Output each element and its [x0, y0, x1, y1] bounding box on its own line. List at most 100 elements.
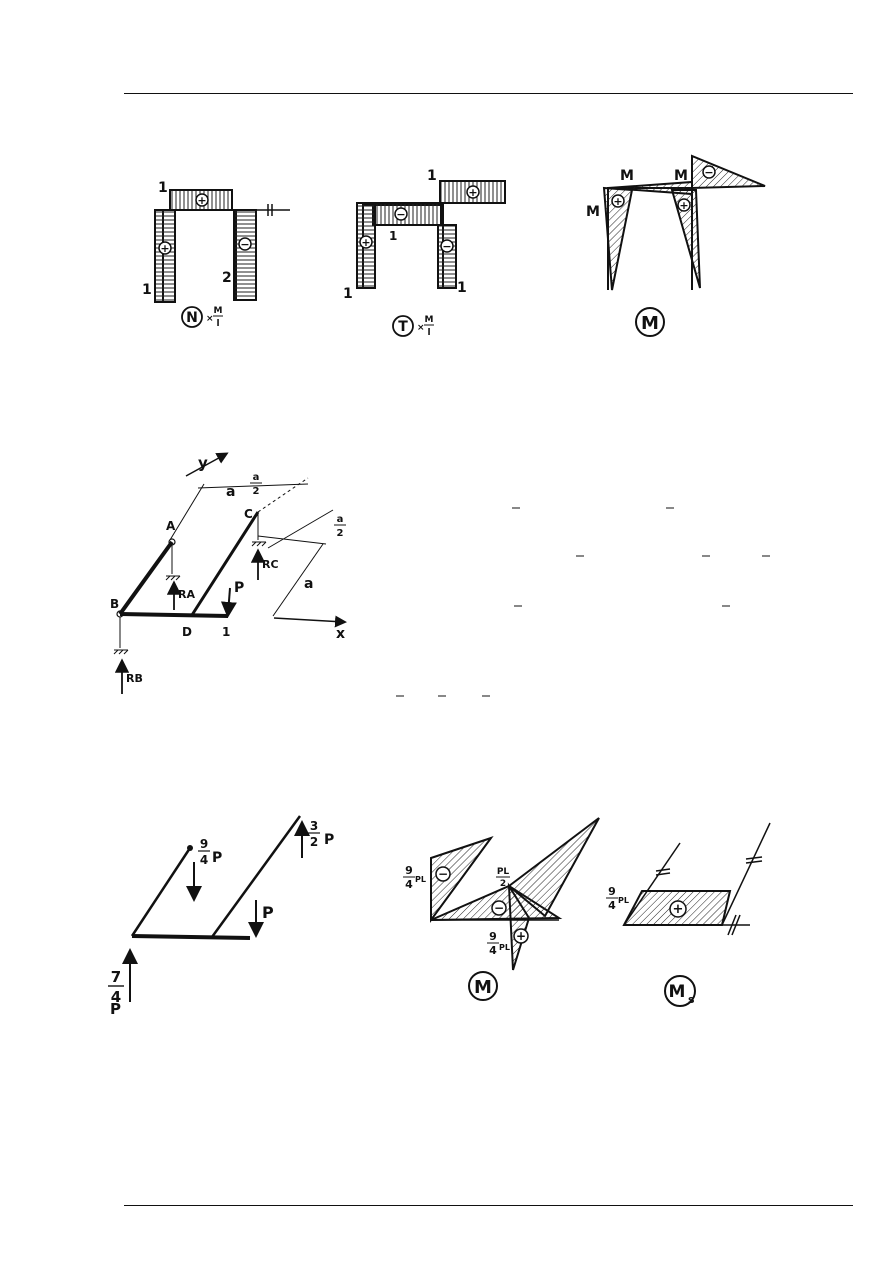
m2-label3-num: 9	[489, 930, 497, 943]
t-label-br: 1	[457, 280, 467, 296]
diagram-grillage-scheme: y a a 2 a 2 a x A C B D 1 P RA RC RB	[110, 452, 347, 694]
r-member-bottom	[131, 934, 251, 940]
n-caption-den: l	[216, 319, 219, 329]
m2-tri-bottom	[507, 882, 531, 971]
dim-half2-num: a	[337, 514, 344, 525]
m2-label1-den: 4	[405, 878, 413, 891]
point-1: 1	[222, 625, 230, 639]
m1-sign-1: −	[704, 166, 713, 179]
member-dc	[190, 511, 260, 616]
diagram-n-forces: + + − 1 1 2 N × M l	[142, 180, 290, 329]
m1-sign-3: +	[679, 199, 688, 212]
n-sign-right: −	[240, 238, 249, 251]
diagram-m-moments-1: − + + M M M M	[586, 154, 766, 337]
n-caption-letter: N	[186, 310, 198, 326]
load-p-label: P	[234, 580, 244, 596]
m1-tri-topright	[691, 154, 766, 190]
axis-y	[185, 452, 229, 477]
m1-label-3: M	[586, 204, 600, 220]
t-strip-right	[437, 224, 457, 289]
ms-caption-sub: s	[688, 993, 695, 1006]
r-load-74-num: 7	[111, 968, 121, 986]
m1-tri-left	[602, 186, 634, 291]
diagram-m-moments-2: − − + 9 4 PL PL 2 9 4 PL M	[403, 817, 600, 1001]
diagram-reactions: 9 4 P 3 2 P P 7 4 P	[108, 815, 334, 1018]
t-label-top: 1	[427, 168, 437, 184]
m2-sign-3: +	[516, 929, 526, 943]
reaction-rb-label: RB	[126, 672, 143, 685]
t-label-bl: 1	[343, 286, 353, 302]
r-member-right	[210, 815, 302, 938]
point-d: D	[182, 625, 192, 639]
n-strip-right	[233, 209, 257, 301]
n-sign-left: +	[160, 242, 169, 255]
axis-x-label: x	[336, 626, 345, 642]
t-caption-den: l	[427, 328, 430, 338]
dim-half-den: 2	[253, 486, 260, 497]
dim-a2: a	[304, 576, 313, 592]
n-strip-left	[154, 209, 176, 303]
m2-label1-num: 9	[405, 864, 413, 877]
dim-half-num: a	[253, 472, 260, 483]
m1-tri-top	[607, 180, 693, 196]
m1-label-2: M	[674, 168, 688, 184]
member-ba	[118, 540, 174, 616]
ms-sign: +	[673, 902, 684, 917]
ms-label-num: 9	[608, 885, 616, 898]
ms-label-den: 4	[608, 899, 616, 912]
ms-caption: M	[669, 982, 686, 1002]
point-c: C	[244, 507, 253, 521]
m2-sign-1: −	[438, 867, 448, 881]
diagram-ms-moments: + 9 4 PL M s	[606, 822, 771, 1007]
member-bd	[119, 612, 229, 618]
svg-text:×: ×	[417, 323, 425, 333]
formula-residue	[396, 507, 770, 697]
r-load-94-num: 9	[200, 837, 208, 851]
dim-a: a	[226, 484, 235, 500]
t-sign-2: −	[396, 208, 405, 221]
t-caption-letter: T	[398, 319, 408, 335]
m1-label-1: M	[620, 168, 634, 184]
r-load-94-den: 4	[200, 853, 208, 867]
point-b: B	[110, 597, 119, 611]
r-load-p-label: P	[262, 903, 274, 922]
r-load-74-den: 4	[111, 988, 121, 1006]
dim-half2-den: 2	[337, 528, 344, 539]
footer-rule	[124, 1205, 853, 1206]
r-load-32-den: 2	[310, 835, 318, 849]
m2-label3-den: 4	[489, 944, 497, 957]
m2-label3-suffix: PL	[499, 943, 510, 952]
t-sign-1: +	[468, 186, 477, 199]
header-rule	[124, 93, 853, 94]
m2-label1-suffix: PL	[415, 875, 426, 884]
svg-text:×: ×	[206, 314, 214, 324]
axis-y-label: y	[198, 454, 208, 472]
m1-tri-right	[670, 189, 701, 289]
load-p	[220, 587, 237, 618]
m2-sign-2: −	[494, 901, 504, 915]
r-load-32-num: 3	[310, 819, 318, 833]
t-sign-3: +	[361, 236, 370, 249]
diagram-t-forces: + − + − 1 1 1 1 T × M l	[343, 168, 506, 338]
ms-label-suffix: PL	[618, 896, 629, 905]
r-load-74-p: P	[110, 1000, 121, 1018]
r-load-94-p: P	[212, 850, 222, 866]
reaction-ra-label: RA	[178, 588, 195, 601]
t-sign-4: −	[442, 240, 451, 253]
axis-x	[273, 615, 347, 628]
m2-caption: M	[474, 977, 492, 998]
n-label-bl: 1	[142, 282, 152, 298]
m1-caption: M	[641, 313, 659, 334]
m2-tri-right	[507, 817, 600, 918]
t-label-mid: 1	[389, 229, 397, 243]
r-member-left	[130, 847, 192, 937]
t-caption-num: M	[425, 315, 434, 325]
n-sign-top: +	[197, 194, 206, 207]
m2-label2-den: 2	[500, 879, 506, 889]
n-label-br: 2	[222, 270, 232, 286]
reaction-rc-label: RC	[262, 558, 279, 571]
m1-sign-2: +	[613, 195, 622, 208]
r-load-32-p: P	[324, 832, 334, 848]
n-label-top: 1	[158, 180, 168, 196]
point-a: A	[166, 519, 176, 533]
